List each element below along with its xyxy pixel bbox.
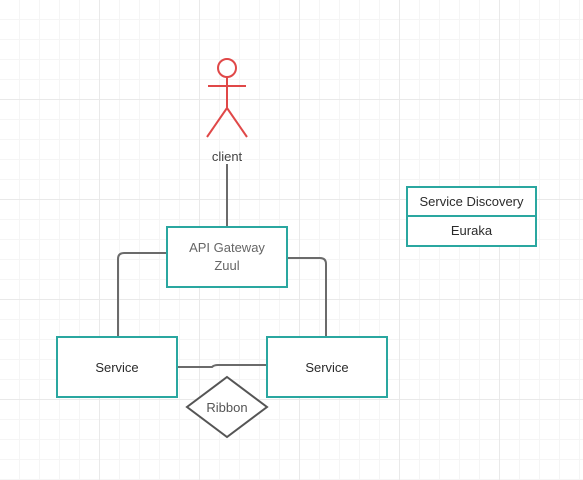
connector-gateway-service-right	[287, 257, 327, 337]
connector-service-service	[177, 364, 267, 368]
ribbon-label: Ribbon	[206, 400, 248, 415]
service-discovery-title: Service Discovery	[408, 188, 535, 217]
gateway-label-line2: Zuul	[214, 258, 240, 273]
client-actor-icon	[206, 58, 248, 138]
ribbon-diamond	[185, 375, 269, 439]
service-box-left: Service	[56, 336, 178, 398]
service-label: Service	[95, 359, 139, 375]
api-gateway-box: API Gateway Zuul	[166, 226, 288, 288]
service-discovery-box: Service Discovery Euraka	[406, 186, 537, 247]
client-label: client	[211, 149, 243, 164]
service-box-right: Service	[266, 336, 388, 398]
service-label: Service	[305, 359, 349, 375]
connector-gateway-service-left	[117, 252, 167, 337]
service-discovery-name: Euraka	[450, 223, 493, 239]
gateway-label-line1: API Gateway	[189, 240, 265, 255]
